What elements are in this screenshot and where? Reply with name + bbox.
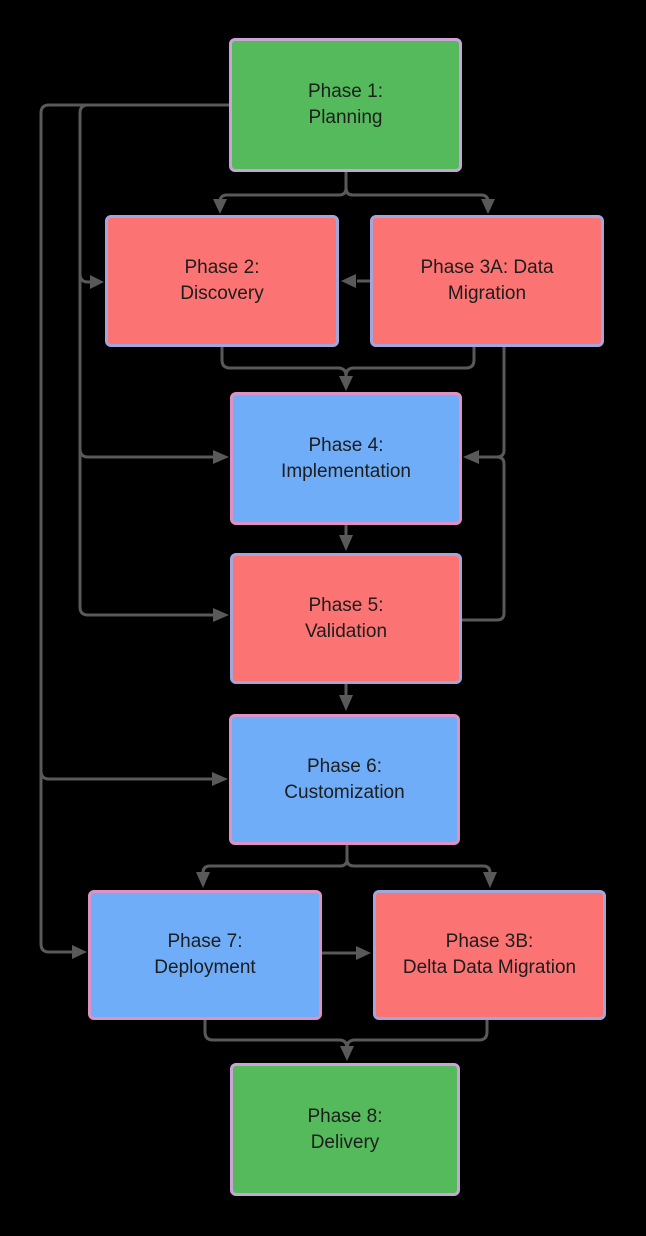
edge-phase1-phase4-branch <box>78 448 214 459</box>
node-phase4-implementation: Phase 4: Implementation <box>230 392 462 525</box>
arrowhead-phase4-top <box>339 376 353 391</box>
edge-phase6-phase3b <box>345 845 492 875</box>
arrowhead-phase5-top <box>339 535 353 551</box>
arrowhead-phase4-left <box>213 450 229 464</box>
node-label-line: Validation <box>304 620 388 642</box>
node-label-line: Phase 2: <box>184 257 260 278</box>
node-label-line: Phase 6: <box>307 755 382 777</box>
node-label-line: Phase 3B: <box>445 931 534 952</box>
arrowhead-phase7-top <box>196 872 210 888</box>
node-label-line: Phase 5: <box>308 594 384 616</box>
edge-phase1-phase2-top <box>218 172 348 204</box>
edge-phase3a-phase4-right <box>475 347 506 459</box>
node-phase8-delivery: Phase 8: Delivery <box>230 1063 460 1196</box>
node-label-line: Phase 7: <box>167 931 243 952</box>
node-label-line: Planning <box>308 107 383 128</box>
edge-phase1-phase6-branch <box>39 770 213 781</box>
arrowhead-phase7-left <box>72 945 87 959</box>
arrowhead-phase6-top <box>339 695 353 711</box>
arrowhead-phase6-left <box>212 772 228 786</box>
arrowhead-phase2-left <box>90 275 104 289</box>
node-label-line: Discovery <box>180 283 264 304</box>
node-label-line: Implementation <box>281 460 411 482</box>
edge-phase1-phase2-branch <box>78 273 91 284</box>
edge-phase2-phase4 <box>220 347 348 378</box>
node-label-line: Delta Data Migration <box>402 957 577 978</box>
arrowhead-phase4-right <box>463 450 479 464</box>
arrowhead-phase3a-top <box>481 199 495 214</box>
node-label-line: Phase 8: <box>307 1105 383 1127</box>
edge-phase6-phase7 <box>201 845 349 875</box>
node-phase3a-data-migration: Phase 3A: Data Migration <box>370 215 604 347</box>
arrowhead-phase8-top <box>340 1046 354 1061</box>
node-phase6-customization: Phase 6: Customization <box>229 714 460 845</box>
arrowhead-phase3b-top <box>483 872 497 888</box>
node-label-line: Deployment <box>154 957 256 978</box>
edge-phase3b-phase8 <box>345 1020 489 1049</box>
edge-phase1-phase3a-top <box>344 172 481 197</box>
node-phase1-planning: Phase 1: Planning <box>229 38 462 172</box>
node-label-line: Migration <box>447 283 527 304</box>
edge-phase1-phase7-trunk <box>39 103 229 954</box>
arrowhead-phase5-left <box>213 608 229 622</box>
edge-phase5-phase4-feedback <box>462 455 506 622</box>
node-phase5-validation: Phase 5: Validation <box>230 553 462 684</box>
node-phase2-discovery: Phase 2: Discovery <box>105 215 339 347</box>
node-label-line: Phase 3A: Data <box>420 257 554 278</box>
edge-phase7-phase8 <box>203 1020 349 1049</box>
node-label-line: Customization <box>284 781 405 803</box>
arrowhead-phase2-right <box>341 274 356 288</box>
arrowhead-phase3b-left <box>356 946 371 960</box>
node-phase7-deployment: Phase 7: Deployment <box>88 890 322 1020</box>
arrowhead-phase2-top <box>213 199 227 214</box>
node-label-line: Phase 4: <box>308 434 384 456</box>
node-label-line: Delivery <box>310 1131 380 1153</box>
edge-phase1-phase3a-top-fix <box>344 172 490 204</box>
node-label-line: Phase 1: <box>308 81 383 102</box>
edge-phase1-phase5-trunk <box>78 103 229 617</box>
edge-phase3a-phase4 <box>344 347 476 378</box>
node-phase3b-delta-data-migration: Phase 3B: Delta Data Migration <box>373 890 606 1020</box>
